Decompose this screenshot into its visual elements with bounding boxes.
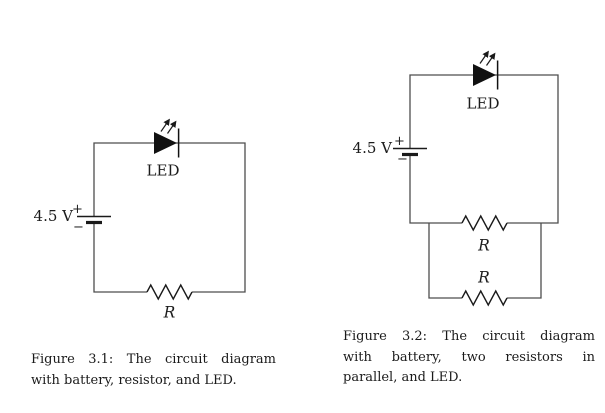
figure1-caption-line: with battery, resistor, and LED. <box>31 372 237 388</box>
led-triangle <box>473 64 496 86</box>
led-symbol <box>154 118 180 158</box>
battery-voltage-label: 4.5 V <box>34 207 75 225</box>
resistor-label: R <box>163 304 176 322</box>
light-emission-arrow-icon <box>167 120 177 134</box>
battery-plus-label: + <box>394 134 405 149</box>
resistor-bottom-label: R <box>477 269 490 287</box>
led-triangle <box>154 132 177 154</box>
light-emission-arrow-icon <box>486 52 496 66</box>
figure1-circuit: 4.5 V + − LED R <box>34 118 246 322</box>
battery-minus-label: − <box>397 152 408 167</box>
figure2-caption: Figure 3.2: The circuit diagram with bat… <box>343 327 595 389</box>
led-label: LED <box>147 162 180 180</box>
figure2-caption-line: Figure 3.2: The circuit diagram <box>343 329 595 344</box>
led-label: LED <box>467 95 500 113</box>
figure1-caption-line: Figure 3.1: The circuit diagram <box>31 352 276 367</box>
figure1-caption: Figure 3.1: The circuit diagram with bat… <box>31 350 276 391</box>
figure2-caption-line: with battery, two resistors in <box>343 349 595 365</box>
figure2-caption-line: parallel, and LED. <box>343 370 463 386</box>
light-emission-arrow-icon <box>479 50 489 64</box>
battery-symbol <box>77 215 111 225</box>
figure2-circuit: 4.5 V + − LED R R <box>353 50 559 307</box>
resistor-symbol-top <box>461 214 508 232</box>
battery-minus-label: − <box>73 220 84 235</box>
resistor-symbol-bottom <box>461 289 508 307</box>
resistor-top-label: R <box>477 237 490 255</box>
battery-voltage-label: 4.5 V <box>353 139 394 157</box>
resistor-symbol <box>146 283 193 301</box>
led-symbol <box>473 50 499 90</box>
parallel-branch-wire <box>428 223 542 299</box>
light-emission-arrow-icon <box>160 118 170 132</box>
battery-plus-label: + <box>72 202 83 217</box>
battery-symbol <box>393 147 427 157</box>
circuit-loop-wire <box>93 142 246 293</box>
